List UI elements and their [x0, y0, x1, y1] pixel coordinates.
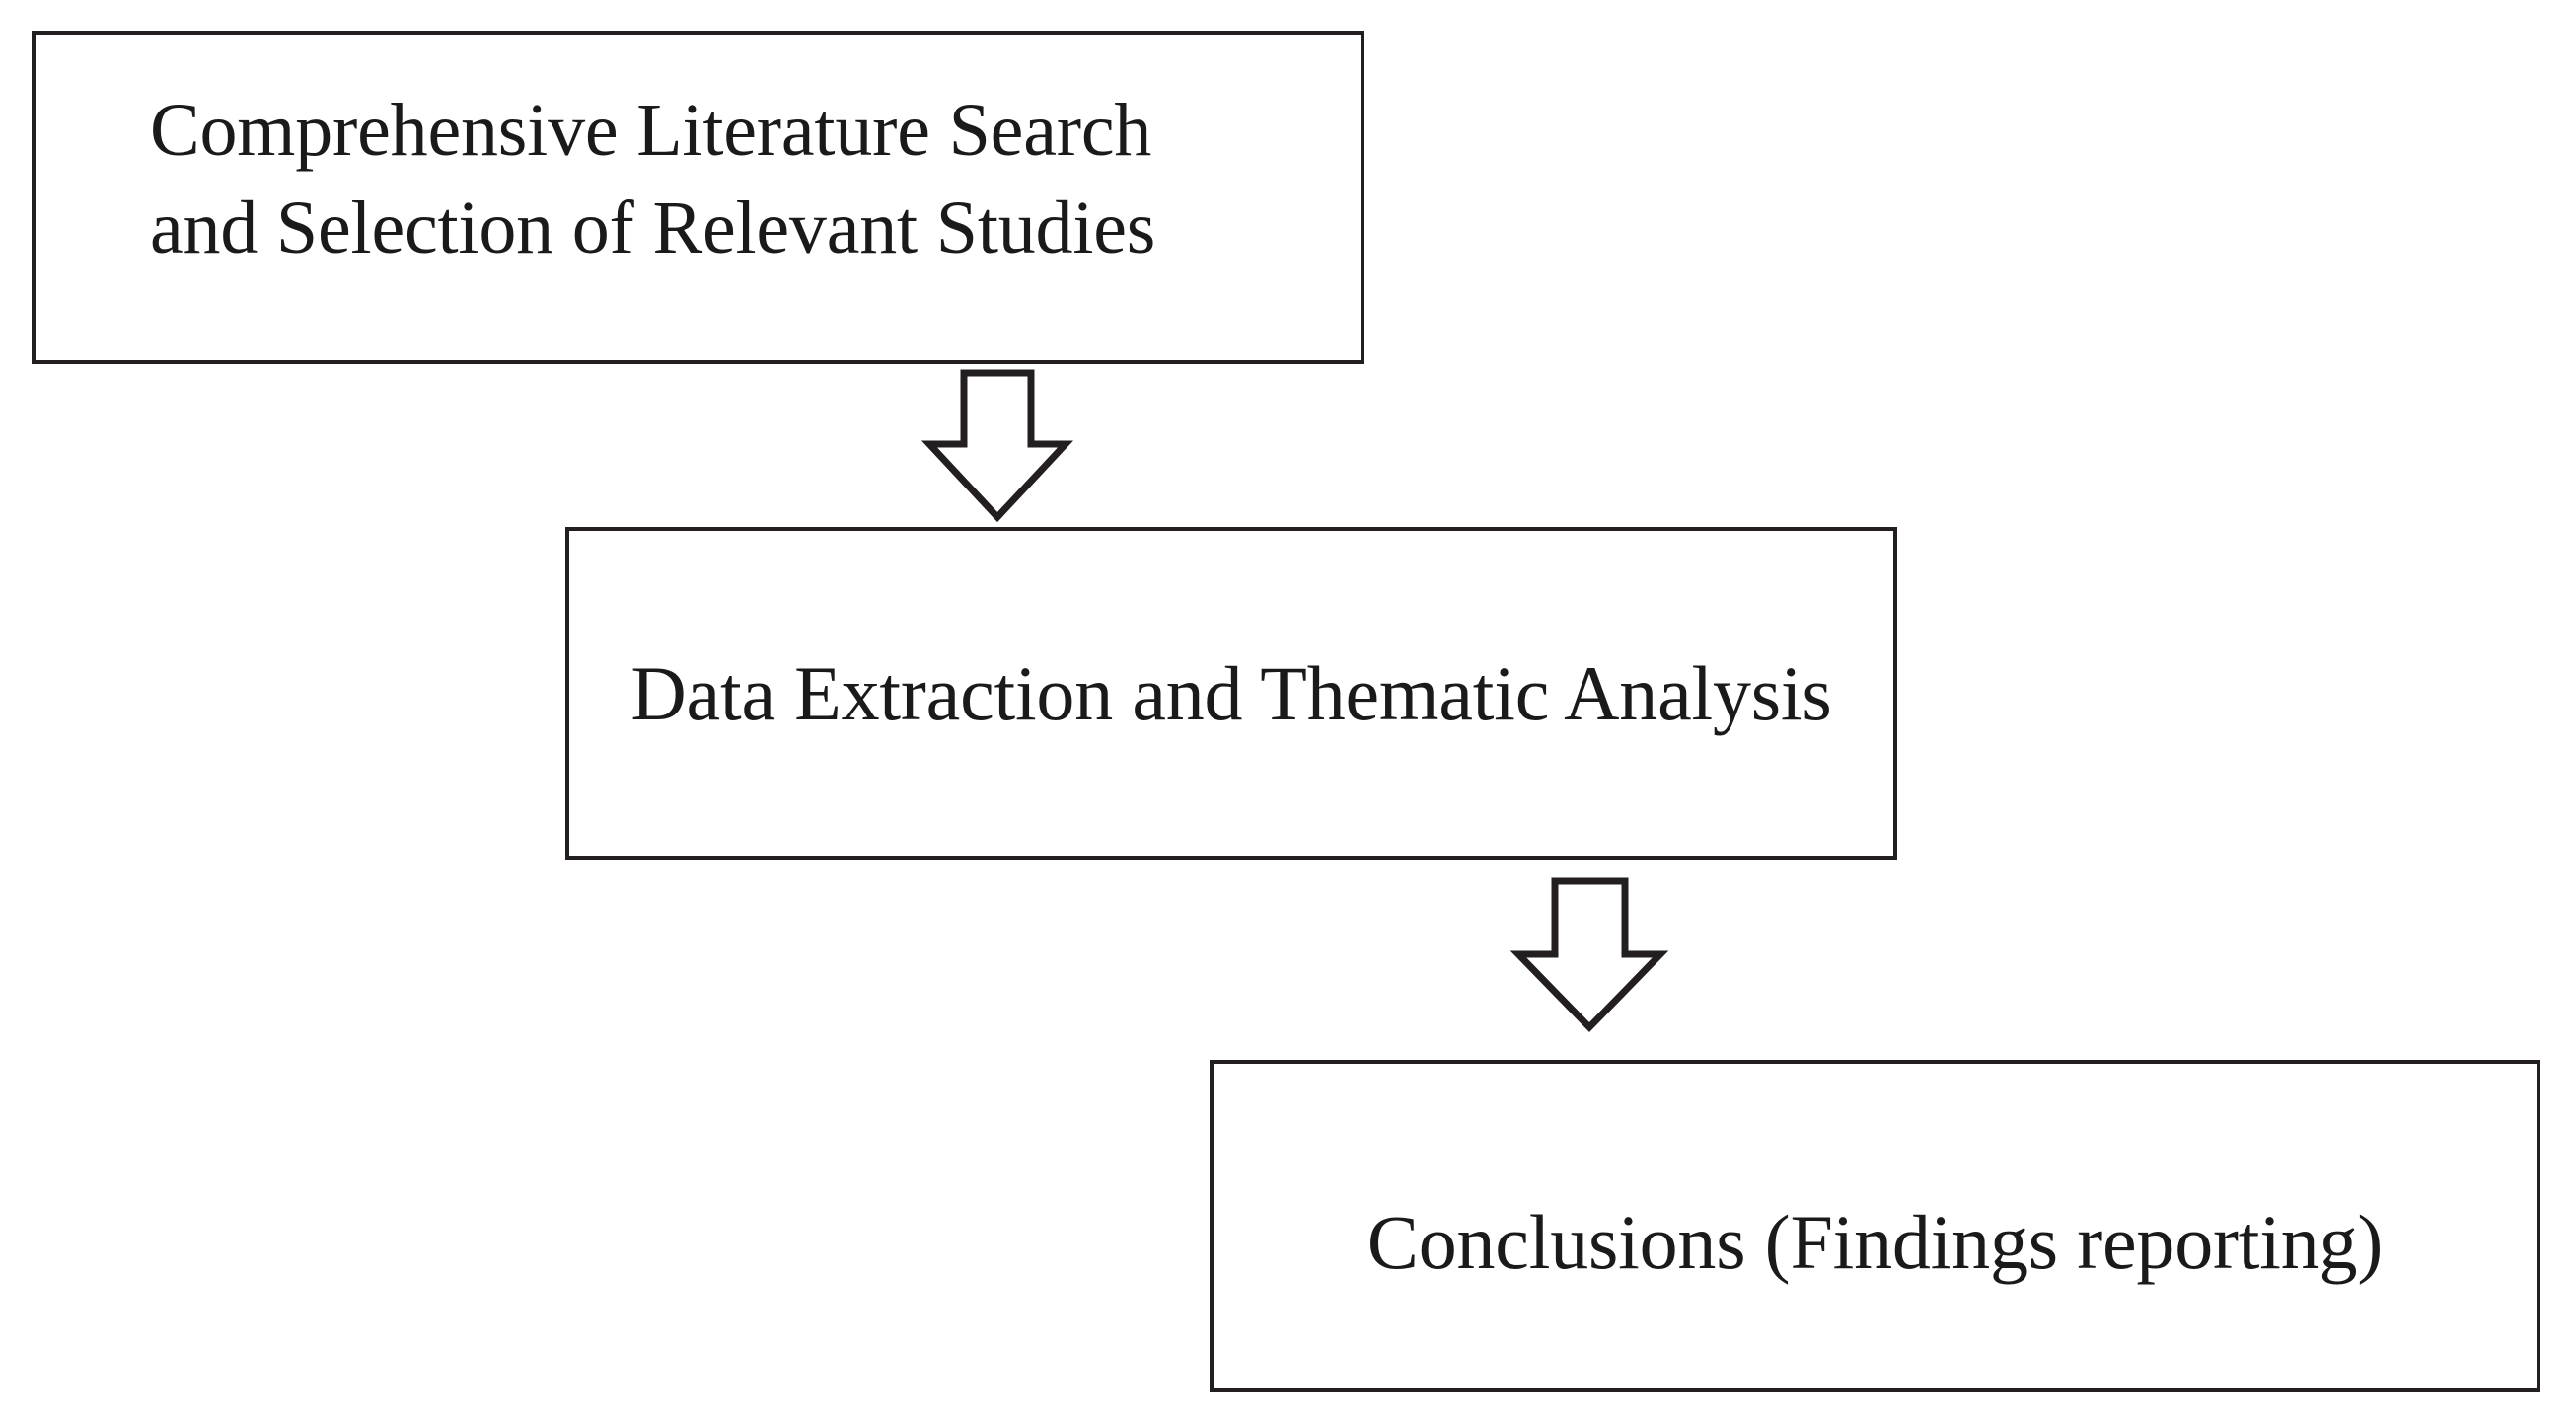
down-block-arrow-icon-extraction-to-conclusions: [1509, 877, 1669, 1033]
flowchart-node-literature-search: Comprehensive Literature Search and Sele…: [32, 31, 1364, 364]
flowchart-node-conclusions: Conclusions (Findings reporting): [1210, 1060, 2540, 1392]
flowchart-node-label: Data Extraction and Thematic Analysis: [630, 649, 1832, 736]
flowchart-node-label: Conclusions (Findings reporting): [1366, 1198, 2384, 1285]
down-block-arrow-icon-search-to-extraction: [920, 369, 1074, 523]
flowchart-node-label: Comprehensive Literature Search and Sele…: [150, 89, 1156, 269]
flowchart-node-data-extraction: Data Extraction and Thematic Analysis: [565, 527, 1897, 860]
